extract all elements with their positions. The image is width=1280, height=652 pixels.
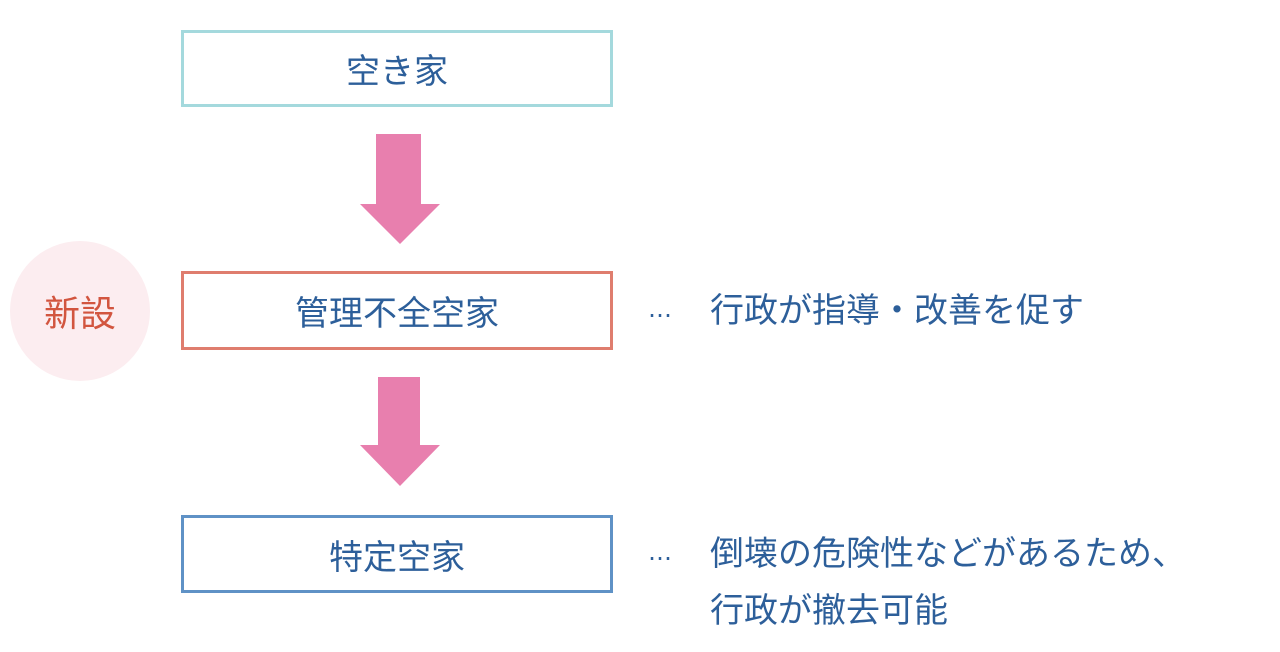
poorly-managed-box: 管理不全空家 [181,271,613,350]
specified-label: 特定空家 [329,537,465,578]
specified-box: 特定空家 [181,515,613,593]
specified-note-line2: 行政が撤去可能 [710,591,948,631]
new-badge: 新設 [10,241,150,381]
vacant-house-box: 空き家 [181,30,613,107]
poorly-managed-note: 行政が指導・改善を促す [710,291,1084,331]
down-arrow-icon [360,377,440,486]
specified-note-line1: 倒壊の危険性などがあるため、 [710,534,1186,574]
poorly-managed-label: 管理不全空家 [295,294,499,334]
vacant-house-label: 空き家 [346,52,448,92]
ellipsis: … [648,295,672,323]
down-arrow-icon [360,134,440,244]
ellipsis: … [648,538,672,566]
new-badge-label: 新設 [43,294,116,335]
